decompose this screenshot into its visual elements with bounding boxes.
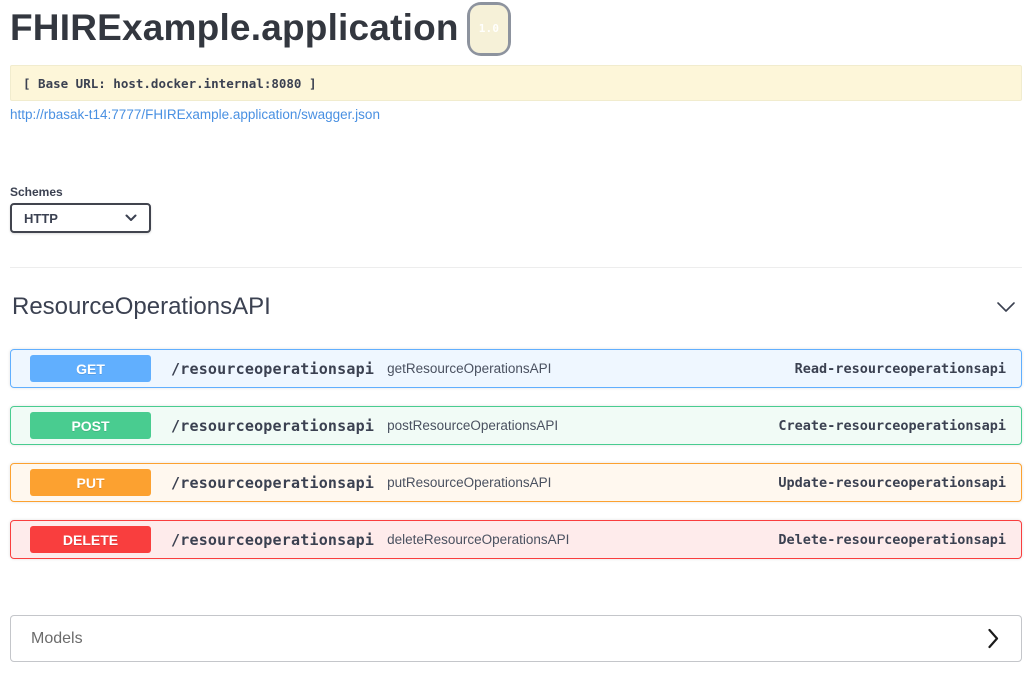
- opblock-put[interactable]: PUT /resourceoperationsapi putResourceOp…: [10, 463, 1022, 502]
- opblock-delete[interactable]: DELETE /resourceoperationsapi deleteReso…: [10, 520, 1022, 559]
- api-title: FHIRExample.application: [10, 7, 459, 48]
- schemes-selected-value: HTTP: [24, 211, 58, 226]
- tag-section-header[interactable]: ResourceOperationsAPI: [10, 268, 1022, 321]
- page-title: FHIRExample.application 1.0: [10, 0, 1022, 56]
- delete-method-button[interactable]: DELETE: [30, 526, 151, 553]
- opblock-operation-id: postResourceOperationsAPI: [387, 418, 558, 433]
- opblock-summary: Update-resourceoperationsapi: [778, 475, 1011, 491]
- opblock-post[interactable]: POST /resourceoperationsapi postResource…: [10, 406, 1022, 445]
- tag-section-title: ResourceOperationsAPI: [12, 293, 271, 321]
- version-badge: 1.0: [467, 2, 511, 56]
- swagger-json-link[interactable]: http://rbasak-t14:7777/FHIRExample.appli…: [10, 107, 380, 122]
- opblock-path: /resourceoperationsapi: [171, 417, 374, 435]
- schemes-section: Schemes HTTP: [10, 185, 1022, 233]
- opblock-operation-id: deleteResourceOperationsAPI: [387, 532, 569, 547]
- base-url-box: [ Base URL: host.docker.internal:8080 ]: [10, 65, 1022, 101]
- chevron-right-icon[interactable]: [987, 628, 999, 649]
- opblock-operation-id: getResourceOperationsAPI: [387, 361, 551, 376]
- operations-list: GET /resourceoperationsapi getResourceOp…: [10, 349, 1022, 559]
- base-url-text: [ Base URL: host.docker.internal:8080 ]: [23, 76, 317, 91]
- put-method-button[interactable]: PUT: [30, 469, 151, 496]
- opblock-get[interactable]: GET /resourceoperationsapi getResourceOp…: [10, 349, 1022, 388]
- version-badge-text: 1.0: [470, 5, 508, 53]
- opblock-path: /resourceoperationsapi: [171, 360, 374, 378]
- opblock-operation-id: putResourceOperationsAPI: [387, 475, 551, 490]
- schemes-select[interactable]: HTTP: [10, 203, 151, 233]
- models-section[interactable]: Models: [10, 615, 1022, 662]
- opblock-path: /resourceoperationsapi: [171, 474, 374, 492]
- opblock-summary: Delete-resourceoperationsapi: [778, 532, 1011, 548]
- post-method-button[interactable]: POST: [30, 412, 151, 439]
- chevron-down-icon[interactable]: [996, 301, 1016, 313]
- models-label: Models: [31, 630, 83, 648]
- opblock-summary: Create-resourceoperationsapi: [778, 418, 1011, 434]
- opblock-path: /resourceoperationsapi: [171, 531, 374, 549]
- schemes-label: Schemes: [10, 185, 1022, 199]
- get-method-button[interactable]: GET: [30, 355, 151, 382]
- chevron-down-icon: [125, 214, 137, 222]
- opblock-summary: Read-resourceoperationsapi: [795, 361, 1011, 377]
